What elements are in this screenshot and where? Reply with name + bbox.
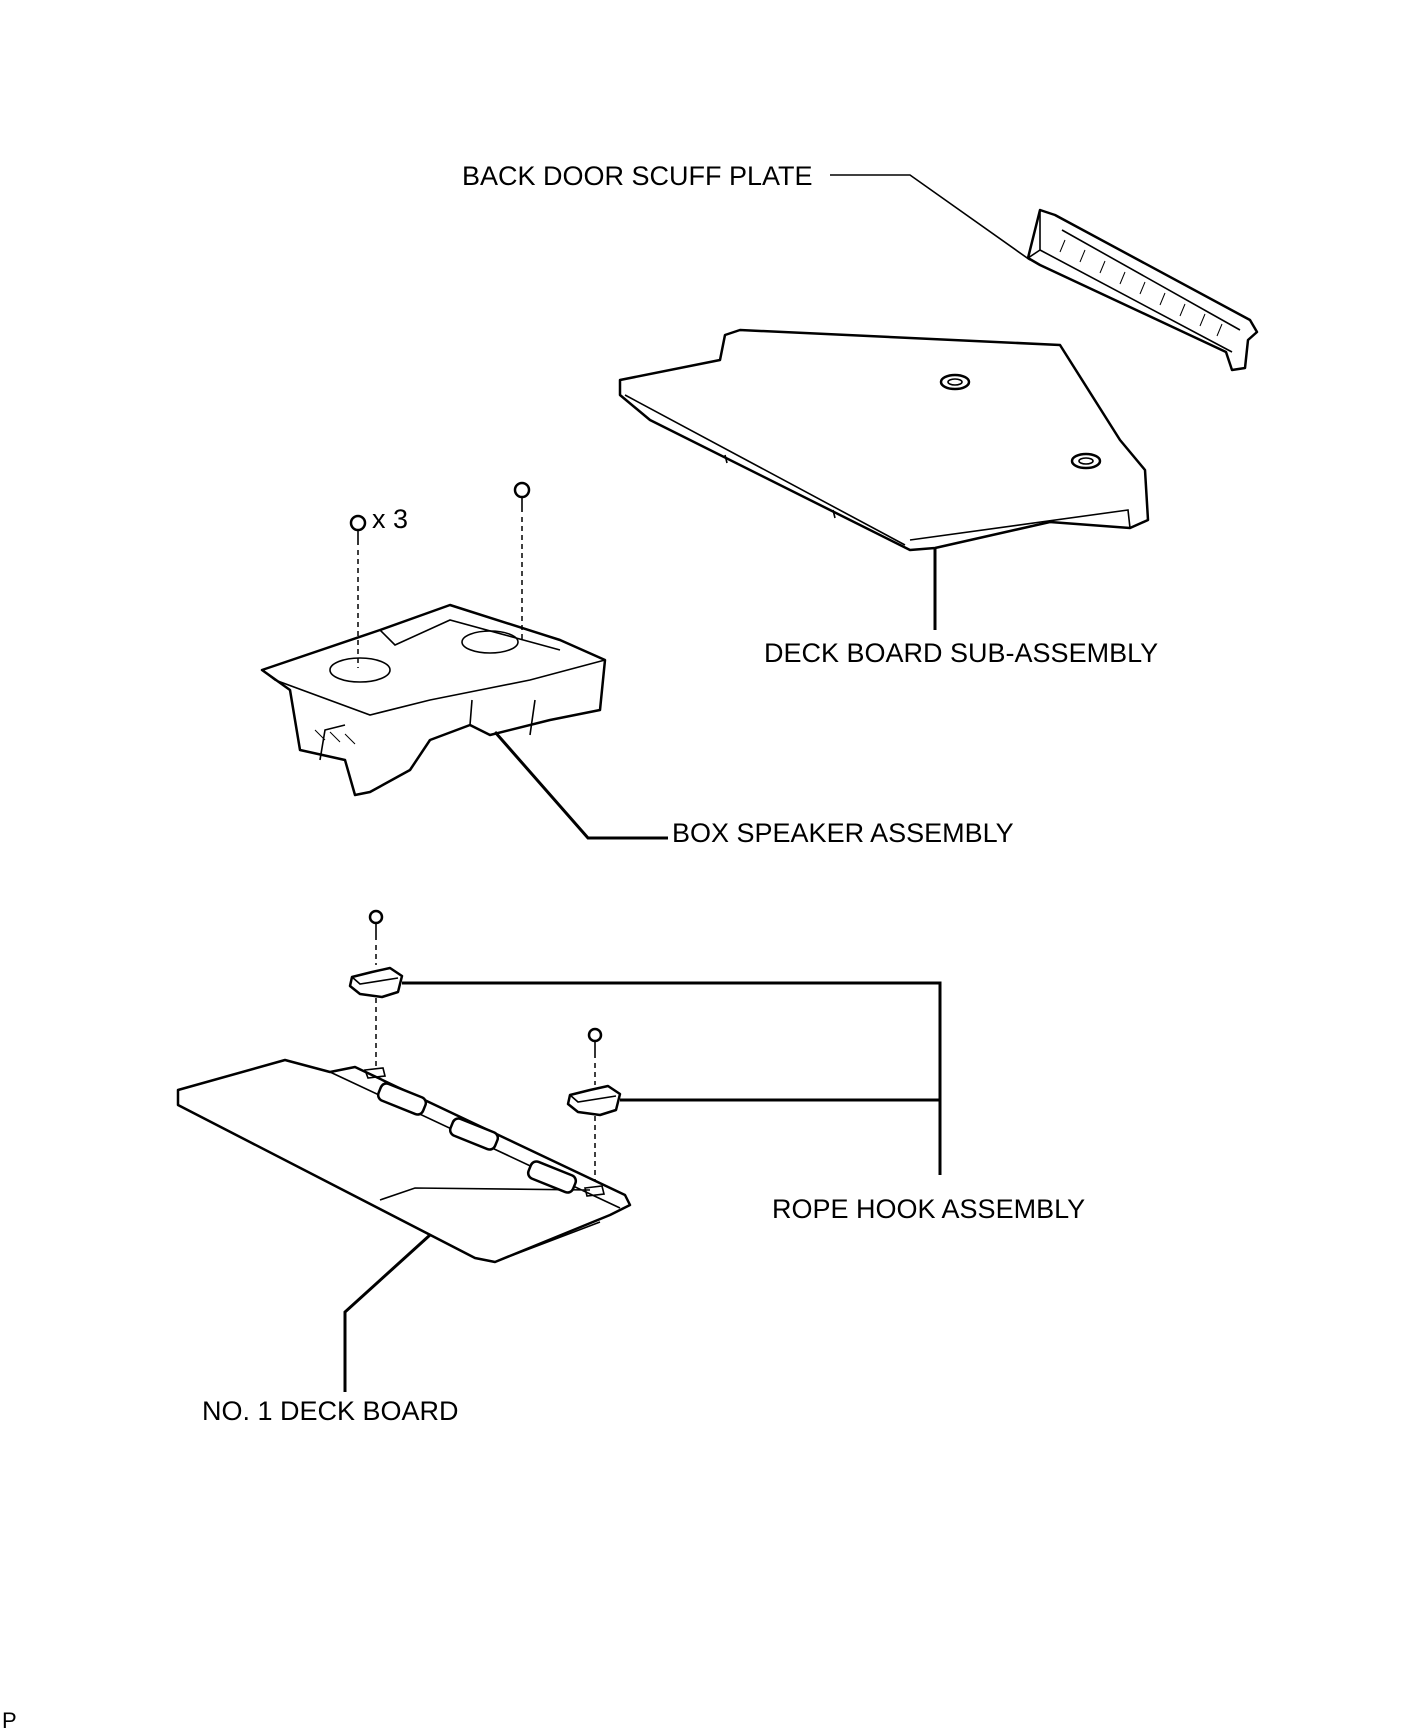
box-speaker-leader — [493, 731, 668, 840]
deck-board-sub-assembly — [618, 328, 1150, 552]
label-back-door-scuff-plate: BACK DOOR SCUFF PLATE — [462, 161, 813, 191]
rope-hook-assembly-upper — [348, 909, 404, 1070]
rope-hook-leader — [402, 981, 942, 1175]
no1-deck-board — [176, 1058, 632, 1264]
label-deck-board-sub-assembly: DECK BOARD SUB-ASSEMBLY — [764, 638, 1158, 668]
back-door-scuff-plate — [1026, 208, 1259, 372]
corner-code: P — [2, 1708, 17, 1733]
rope-hook-assembly-lower — [566, 1027, 622, 1190]
label-no1-deck-board: NO. 1 DECK BOARD — [202, 1396, 459, 1426]
box-speaker-assembly — [260, 603, 607, 797]
label-rope-hook-assembly: ROPE HOOK ASSEMBLY — [772, 1194, 1085, 1224]
scuff-plate-leader — [830, 174, 1031, 261]
bolt-icon — [513, 481, 531, 640]
no1-deck-board-leader — [343, 1233, 432, 1392]
bolt-icon — [349, 514, 367, 668]
label-box-speaker-assembly: BOX SPEAKER ASSEMBLY — [672, 818, 1014, 848]
quantity-note: x 3 — [372, 504, 408, 534]
